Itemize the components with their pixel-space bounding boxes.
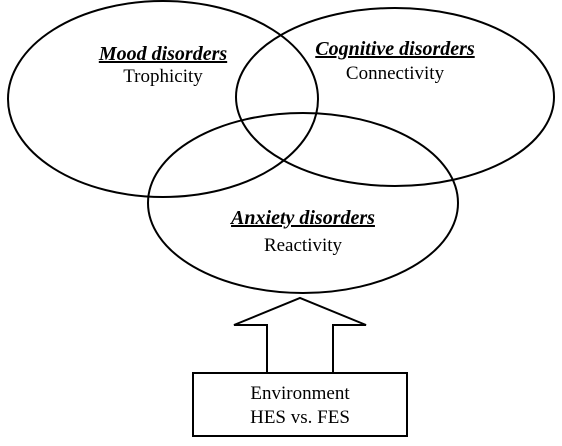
cognitive-disorders-title: Cognitive disorders bbox=[315, 38, 475, 60]
environment-condition-label: HES vs. FES bbox=[250, 407, 350, 428]
cognitive-disorders-ellipse bbox=[235, 7, 555, 187]
environment-label: Environment bbox=[250, 383, 350, 404]
cognitive-disorders-subtitle: Connectivity bbox=[346, 63, 445, 84]
mood-disorders-title: Mood disorders bbox=[98, 43, 228, 65]
anxiety-disorders-subtitle: Reactivity bbox=[264, 235, 343, 256]
mood-disorders-ellipse bbox=[7, 0, 319, 198]
upward-arrow bbox=[233, 296, 367, 374]
anxiety-disorders-ellipse bbox=[147, 112, 459, 294]
anxiety-disorders-title: Anxiety disorders bbox=[229, 207, 375, 229]
mood-disorders-subtitle: Trophicity bbox=[123, 66, 203, 87]
environment-box bbox=[192, 372, 408, 437]
